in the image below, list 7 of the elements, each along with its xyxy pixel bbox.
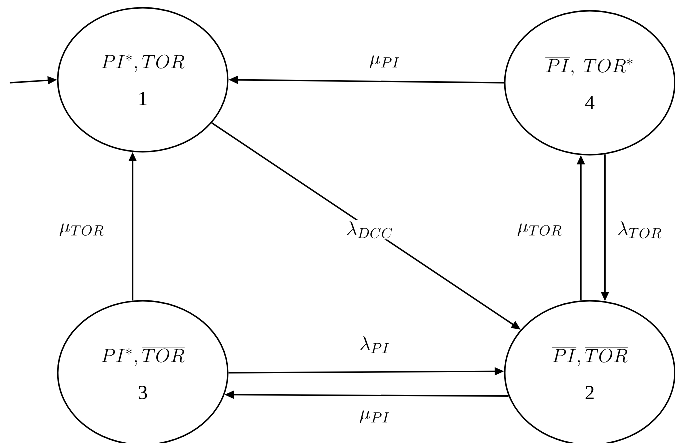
edge-label: $\mu_{TOR}$ [518, 224, 562, 236]
edge-label: $\lambda_{TOR}$ [618, 222, 662, 239]
edge-label: $\lambda_{PI}$ [360, 336, 390, 354]
edge-label: $\mu_{TOR}$ [60, 224, 104, 236]
edge-label: $\mu_{PI}$ [370, 56, 400, 68]
edge-label: $\mu_{PI}$ [360, 410, 390, 424]
edge-label: $\lambda_{DCC}$ [347, 222, 392, 239]
